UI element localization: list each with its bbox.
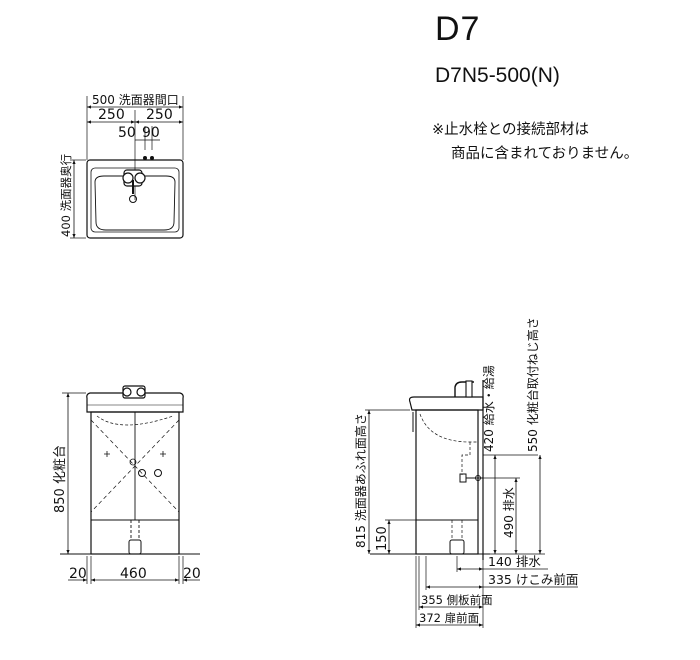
top-dim-90-label: 90 (142, 125, 160, 141)
side-dim-372-label: 372 扉前面 (419, 611, 479, 625)
top-right-half-label: 250 (146, 107, 173, 123)
top-width-label: 500 洗面器間口 (92, 93, 179, 107)
top-view (70, 96, 184, 239)
front-side-left-label: 20 (69, 566, 87, 582)
side-dim-140-label: 140 排水 (488, 554, 541, 569)
front-width-label: 460 (120, 566, 147, 582)
side-dim-335-label: 335 けこみ前面 (488, 572, 578, 587)
front-view (60, 385, 200, 584)
connection-note: ※止水栓との接続部材は 商品に含まれておりません。 (432, 118, 638, 166)
note-line-2: 商品に含まれておりません。 (451, 146, 639, 162)
model-number: D7N5-500(N) (435, 64, 560, 87)
side-supply-height-label: 420 給水・給湯 (482, 365, 496, 452)
product-code-title: D7 (435, 10, 481, 48)
side-dim-150-label: 150 (375, 526, 390, 551)
side-mount-height-label: 550 化粧台取付ねじ高さ (525, 317, 540, 452)
top-left-half-label: 250 (98, 107, 125, 123)
side-view (365, 380, 578, 628)
side-drain-height-label: 490 排水 (502, 487, 516, 538)
top-depth-label: 400 洗面器奥行 (59, 154, 73, 237)
front-side-right-label: 20 (183, 566, 201, 582)
top-dim-50-label: 50 (118, 125, 136, 141)
note-line-1: ※止水栓との接続部材は (432, 122, 590, 138)
side-overflow-height-label: 815 洗面器あふれ面高さ (353, 413, 368, 548)
front-height-label: 850 化粧台 (53, 445, 68, 513)
side-dim-355-label: 355 側板前面 (421, 593, 493, 607)
